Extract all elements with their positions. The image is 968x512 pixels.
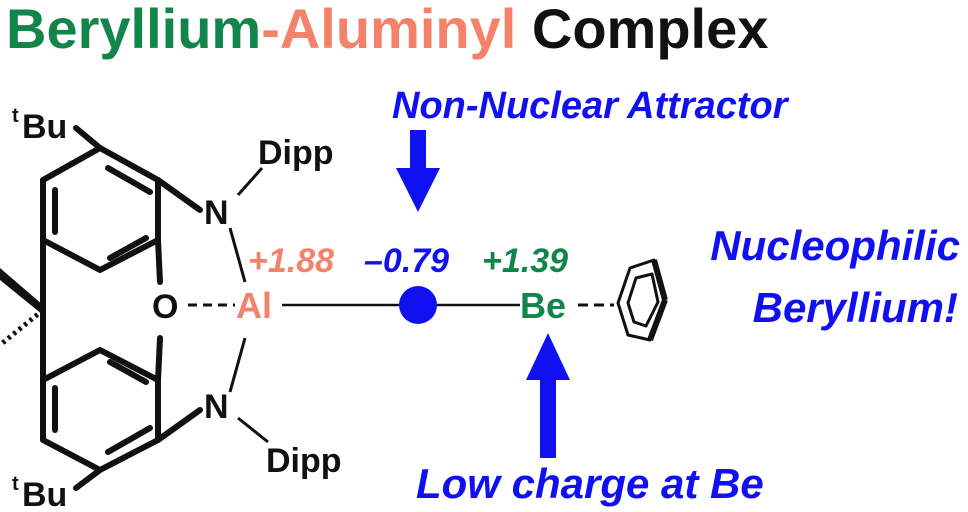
dipp-top-label: Dipp [258, 134, 334, 172]
n-dipp-bond-bottom [237, 416, 269, 444]
cp-apex-wedge-2 [647, 298, 668, 342]
nna-charge: –0.79 [364, 242, 449, 280]
title-complex: Complex [516, 0, 769, 60]
tbu-top-superscript: t [12, 105, 19, 127]
arrow-down-icon [396, 130, 440, 212]
be-charge: +1.39 [482, 242, 568, 280]
lower-ring-to-o [155, 335, 163, 383]
cp-inner [626, 272, 660, 328]
ring-n-bond-bottom [155, 407, 203, 443]
be-atom: Be [520, 285, 566, 326]
arrow-down-head [396, 168, 440, 212]
figure-title: Beryllium-Aluminyl Complex [6, 0, 768, 61]
n-al-bond-bottom [228, 337, 247, 393]
methyl-wedge [0, 268, 43, 315]
atom-labels: t Bu t Bu N N O Dipp Dipp Al Be [12, 105, 566, 512]
nitrogen-bonds [228, 167, 269, 444]
xanthene-backbone [40, 125, 203, 491]
upper-aryl-ring [40, 145, 161, 273]
al-charge: +1.88 [248, 242, 334, 280]
methyl-hashed [0, 308, 45, 347]
nucleophilic-label-line2: Beryllium! [753, 284, 958, 331]
annotation-arrows [396, 130, 570, 458]
annotations: Non-Nuclear Attractor Nucleophilic Beryl… [392, 85, 960, 507]
cyclopentadienyl-ring [616, 258, 668, 342]
ring-n-bond-top [155, 177, 203, 213]
bridge-methyls [0, 268, 45, 347]
tbu-bottom-superscript: t [12, 473, 19, 495]
al-atom: Al [236, 285, 272, 326]
tbu-bond-top [73, 125, 103, 151]
arrow-down-shaft [410, 130, 426, 170]
lower-ring-inner-bond-3 [105, 425, 153, 455]
dipp-bottom-label: Dipp [266, 442, 342, 480]
tbu-top-label: Bu [22, 108, 67, 146]
o-atom: O [152, 288, 178, 326]
upper-ring-inner-bond-1 [105, 165, 153, 195]
nucleophilic-label-line1: Nucleophilic [710, 222, 960, 269]
n-atom-bottom: N [204, 388, 229, 426]
lower-ring-inner-bond-1 [107, 359, 149, 385]
n-atom-top: N [204, 194, 229, 232]
non-nuclear-attractor-dot [399, 286, 437, 324]
title-hyphen: - [261, 0, 280, 60]
cp-apex-wedge [651, 259, 668, 301]
arrow-up-head [526, 333, 570, 380]
upper-ring-inner-bond-3 [107, 235, 149, 261]
n-al-bond-top [228, 227, 247, 283]
arrow-up-icon [526, 333, 570, 458]
tbu-bottom-label: Bu [22, 476, 67, 512]
lower-aryl-ring [40, 347, 161, 473]
non-nuclear-attractor-label: Non-Nuclear Attractor [392, 85, 790, 127]
arrow-up-shaft [540, 378, 556, 458]
charge-labels: +1.88 –0.79 +1.39 [248, 242, 568, 280]
upper-ring-to-o [155, 237, 163, 285]
tbu-bond-bottom [73, 467, 103, 491]
title-beryllium: Beryllium [6, 0, 262, 60]
low-charge-label: Low charge at Be [416, 460, 764, 507]
title-aluminyl: Aluminyl [279, 0, 517, 60]
n-dipp-bond-top [236, 167, 264, 196]
